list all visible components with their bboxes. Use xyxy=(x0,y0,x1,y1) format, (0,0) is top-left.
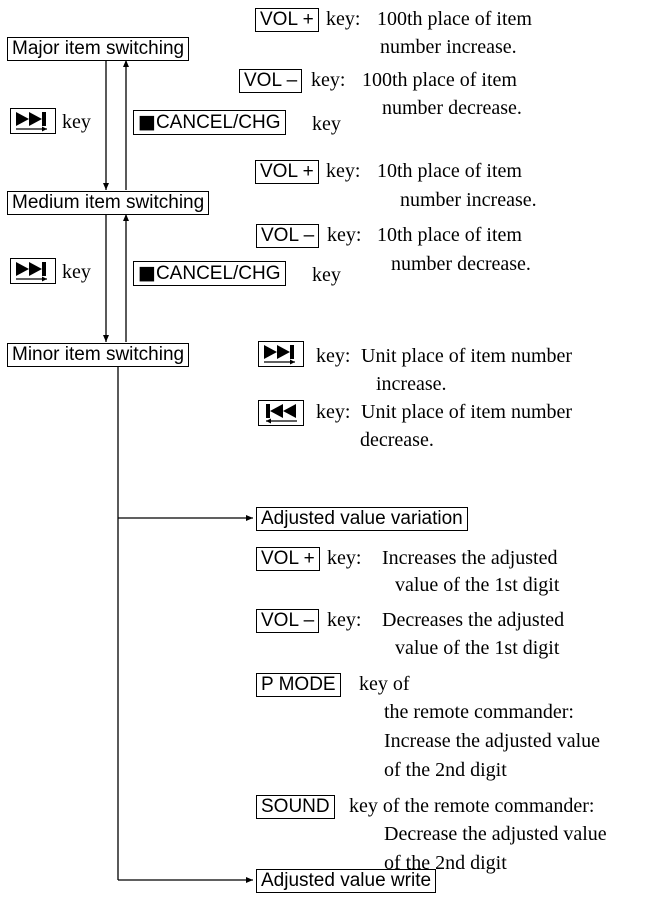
next-track-icon xyxy=(264,345,295,365)
medium-minus-desc-2: number decrease. xyxy=(391,253,531,275)
next-track-icon xyxy=(16,262,47,282)
stop-icon: ■ xyxy=(138,262,156,284)
cancel-chg-label: CANCEL/CHG xyxy=(155,263,281,284)
major-minus-desc-1: 100th place of item xyxy=(362,69,517,91)
minor-next-desc-1: Unit place of item number xyxy=(361,345,573,367)
p-mode-desc-2: Increase the adjusted value xyxy=(384,730,601,752)
key-colon-label: key: xyxy=(316,345,351,367)
medium-plus-desc-1: 10th place of item xyxy=(377,160,522,182)
key-colon-label: key: xyxy=(327,547,362,569)
p-mode-desc-3: of the 2nd digit xyxy=(384,759,507,781)
p-mode-desc-1: the remote commander: xyxy=(384,701,574,723)
sound-suffix: key of the remote commander: xyxy=(349,795,595,817)
next-key-1 xyxy=(10,108,56,134)
major-minus-desc-2: number decrease. xyxy=(382,97,522,119)
p-mode-suffix: key of xyxy=(359,673,410,695)
adjust-vminus-desc-1: Decreases the adjusted xyxy=(382,609,565,631)
minor-item-box: Minor item switching xyxy=(7,343,190,367)
adjust-vminus-desc-2: value of the 1st digit xyxy=(395,637,560,659)
major-plus-desc-2: number increase. xyxy=(380,36,517,58)
key-colon-label: key: xyxy=(327,224,362,246)
adjust-vplus-desc-2: value of the 1st digit xyxy=(395,574,560,596)
prev-key xyxy=(258,400,304,426)
stop-icon: ■ xyxy=(138,111,156,133)
medium-plus-desc-2: number increase. xyxy=(400,189,537,211)
major-item-box: Major item switching xyxy=(7,37,190,61)
key-colon-label: key: xyxy=(327,609,362,631)
sound-key: SOUND xyxy=(256,795,335,819)
key-colon-label: key: xyxy=(326,8,361,30)
next-key-3 xyxy=(258,341,304,367)
minor-next-desc-2: increase. xyxy=(376,373,447,395)
vol-minus-key-major: VOL – xyxy=(239,69,303,93)
key-label: key xyxy=(62,261,91,283)
adjust-vplus-desc-1: Increases the adjusted xyxy=(382,547,558,569)
next-track-icon xyxy=(16,112,47,132)
adj-write-box: Adjusted value write xyxy=(256,869,437,893)
medium-minus-desc-1: 10th place of item xyxy=(377,224,522,246)
adj-variation-box: Adjusted value variation xyxy=(256,507,468,531)
vol-plus-key-adjust: VOL + xyxy=(256,547,320,571)
key-label: key xyxy=(312,264,341,286)
major-plus-desc-1: 100th place of item xyxy=(377,8,532,30)
key-label: key xyxy=(312,113,341,135)
minor-prev-desc-1: Unit place of item number xyxy=(361,401,573,423)
p-mode-key: P MODE xyxy=(256,673,341,697)
sound-desc-1: Decrease the adjusted value xyxy=(384,823,607,845)
medium-item-box: Medium item switching xyxy=(7,191,210,215)
sound-desc-2: of the 2nd digit xyxy=(384,852,507,874)
key-label: key xyxy=(62,111,91,133)
cancel-chg-key-1: ■CANCEL/CHG xyxy=(133,110,286,135)
key-colon-label: key: xyxy=(311,69,346,91)
cancel-chg-label: CANCEL/CHG xyxy=(155,112,281,133)
next-key-2 xyxy=(10,258,56,284)
vol-minus-key-adjust: VOL – xyxy=(256,609,320,633)
vol-minus-key-medium: VOL – xyxy=(256,224,320,248)
key-colon-label: key: xyxy=(316,401,351,423)
vol-plus-key-major: VOL + xyxy=(255,8,319,32)
minor-prev-desc-2: decrease. xyxy=(360,429,434,451)
key-colon-label: key: xyxy=(326,160,361,182)
vol-plus-key-medium: VOL + xyxy=(255,160,319,184)
cancel-chg-key-2: ■CANCEL/CHG xyxy=(133,261,286,286)
previous-track-icon xyxy=(266,404,297,424)
